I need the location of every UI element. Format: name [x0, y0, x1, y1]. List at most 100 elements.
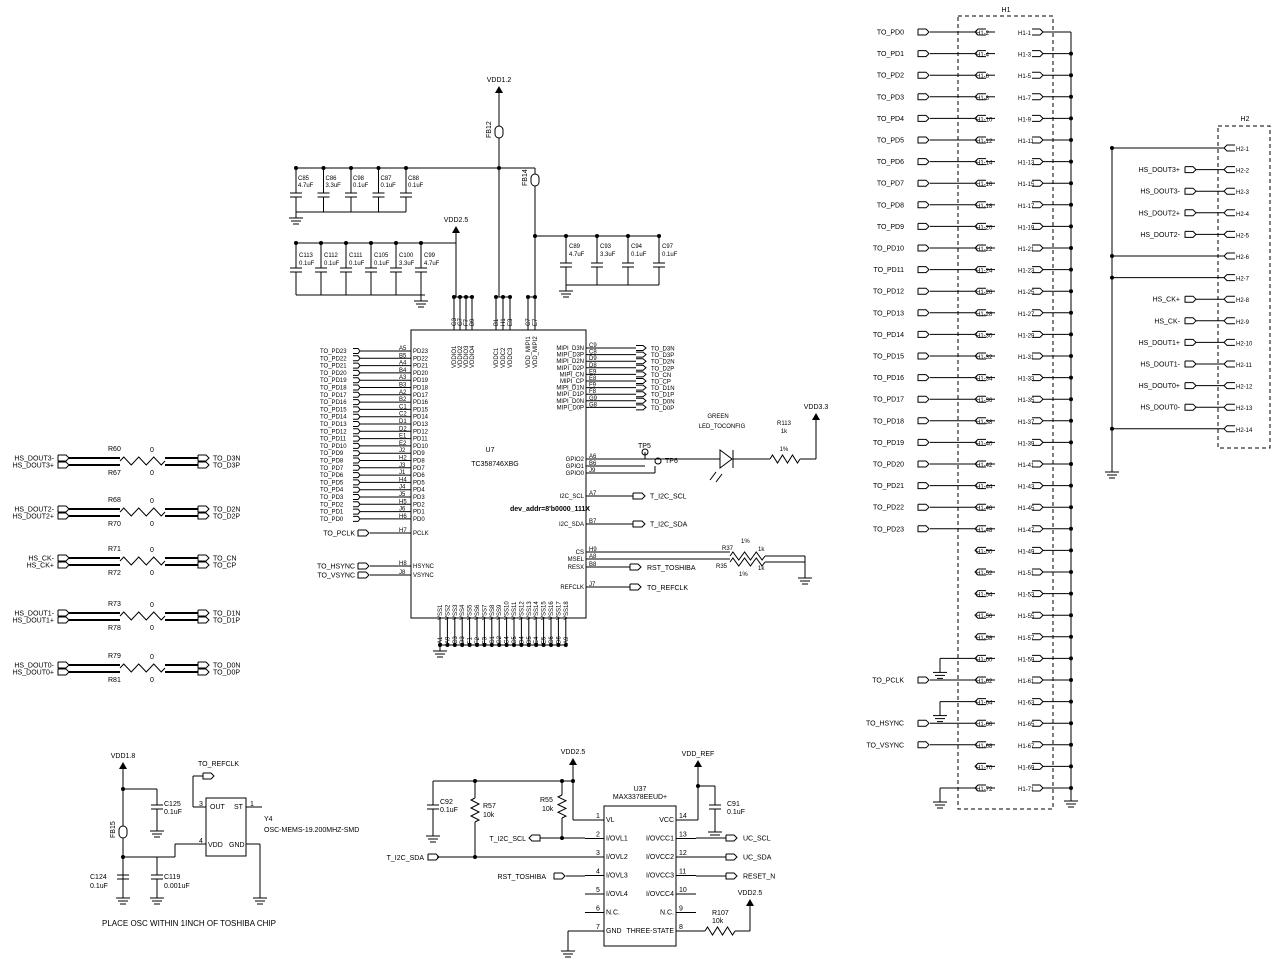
h1-net-label: TO_HSYNC	[866, 721, 904, 728]
u7-pin-number: C4	[505, 636, 511, 644]
res-val: 0	[150, 570, 154, 577]
h1-pin-odd: H1-61	[1018, 679, 1035, 685]
net-port	[353, 479, 361, 486]
net-port	[917, 395, 930, 403]
res-ref: R71	[108, 546, 121, 553]
h1-net-label: TO_PD12	[873, 289, 904, 296]
net-port	[353, 348, 361, 354]
net-label: UC_SCL	[743, 836, 771, 843]
net-port	[632, 520, 646, 528]
u7-pin-name: VDDIO3	[464, 345, 470, 368]
h2-pin-arrow	[1223, 274, 1235, 282]
u7-pin-name: PD1	[413, 510, 425, 516]
u7-mipi-net: TO_CP	[651, 380, 671, 386]
net-port	[353, 391, 361, 398]
net-port	[353, 501, 361, 508]
h2-pin-arrow	[1223, 382, 1235, 390]
cap-ref: C89	[569, 244, 581, 250]
junction-dot	[294, 241, 298, 245]
h1-pin-odd: H1-3	[1018, 53, 1032, 59]
net-port	[636, 391, 647, 398]
h1-net-label: TO_PD22	[873, 505, 904, 512]
osc-part: OSC-MEMS-19.200MHZ-SMD	[264, 827, 359, 834]
cap-val: 0.1uF	[381, 183, 397, 189]
net-label: TO_CP	[213, 563, 237, 570]
u7-pin-number: B8	[589, 562, 597, 568]
u7-left-net: TO_PD20	[320, 371, 347, 377]
u7-pin-number: J5	[399, 492, 406, 498]
junction-dot	[626, 234, 630, 238]
net-port	[1184, 230, 1197, 238]
junction-dot	[508, 295, 512, 299]
r107-resistor	[704, 926, 736, 936]
u7-pin-name: PD22	[413, 356, 429, 362]
junction-dot	[1069, 721, 1073, 726]
cap-val: 0.1uF	[374, 261, 390, 267]
u7-pin-number: F3	[482, 636, 488, 644]
u7-left-net: TO_PD18	[320, 386, 347, 392]
junction-dot	[1069, 418, 1073, 423]
u37-pin-number: 5	[596, 887, 600, 894]
net-port	[1184, 360, 1197, 368]
cap-ref: C113	[299, 253, 314, 259]
net-port	[197, 554, 210, 562]
net-port	[197, 609, 210, 617]
net-label: TO_D1P	[213, 618, 240, 625]
h1-pin-even: H1-12	[976, 139, 993, 145]
h1-pin-even: H1-50	[976, 549, 993, 555]
u37-pin-number: 2	[596, 832, 600, 839]
u7-pin-number: A1	[438, 636, 444, 644]
h1-pin-odd: H1-47	[1018, 528, 1035, 534]
cap-ref: C97	[662, 244, 674, 250]
u7-pin-number: H1	[501, 318, 507, 326]
h1-pin-even: H1-62	[976, 679, 993, 685]
net-port	[353, 486, 361, 493]
junction-dot	[473, 855, 477, 859]
u37-pin-name: I/OVL1	[606, 836, 628, 843]
u37-pin-number: 12	[679, 850, 687, 857]
net-label: TO_D1N	[213, 611, 241, 618]
u37-pin-name: I/OVL4	[606, 891, 628, 898]
r35-ref: R35	[716, 564, 728, 570]
res-ref: R72	[108, 570, 121, 577]
cap-ref: C87	[381, 176, 393, 182]
junction-dot	[1069, 526, 1073, 531]
net-label: HS_DOUT0+	[13, 670, 54, 677]
h2-pin-arrow	[1223, 230, 1235, 238]
h1-pin-arrow	[1032, 71, 1044, 79]
cap-ref: C88	[408, 176, 420, 182]
cap-val: 0.1uF	[727, 809, 745, 816]
h1-pin-odd: H1-19	[1018, 225, 1035, 231]
u7-pin-name: VSS13	[527, 601, 533, 620]
junction-dot	[1110, 254, 1114, 258]
u7-pin-number: J2	[399, 448, 406, 454]
u7-pin-number: C2	[399, 412, 407, 418]
power-label: VDD1.8	[111, 753, 136, 760]
net-port	[57, 554, 70, 562]
net-label: HS_CK+	[27, 563, 54, 570]
led-icon	[715, 473, 723, 483]
u7-left-net: TO_PD4	[320, 488, 344, 494]
res-ref: R67	[108, 470, 121, 477]
junction-dot	[1069, 202, 1073, 207]
net-port	[636, 351, 647, 358]
junction-dot	[1069, 548, 1073, 553]
h1-pin-arrow	[1032, 114, 1044, 122]
u7-left-net: TO_PD11	[320, 437, 347, 443]
osc-pin-name: OUT	[210, 804, 226, 811]
h1-pin-even: H1-70	[976, 765, 993, 771]
h1-pin-odd: H1-27	[1018, 312, 1035, 318]
u7-pin-name: PD3	[413, 495, 425, 501]
u7-pin-number: C8	[589, 350, 597, 356]
net-port	[636, 404, 647, 411]
u7-pin-number: C7	[526, 318, 532, 326]
net-port	[636, 397, 647, 404]
junction-dot	[1069, 246, 1073, 250]
h1-pin-even: H1-10	[976, 117, 993, 123]
u7-pin-number: H4	[399, 477, 407, 483]
junction-dot	[419, 241, 423, 245]
net-label: HS_DOUT0-	[14, 663, 54, 670]
power-label: VDD2.5	[738, 890, 763, 897]
cap-val: 0.1uF	[324, 261, 340, 267]
h2-pin-arrow	[1223, 144, 1235, 152]
